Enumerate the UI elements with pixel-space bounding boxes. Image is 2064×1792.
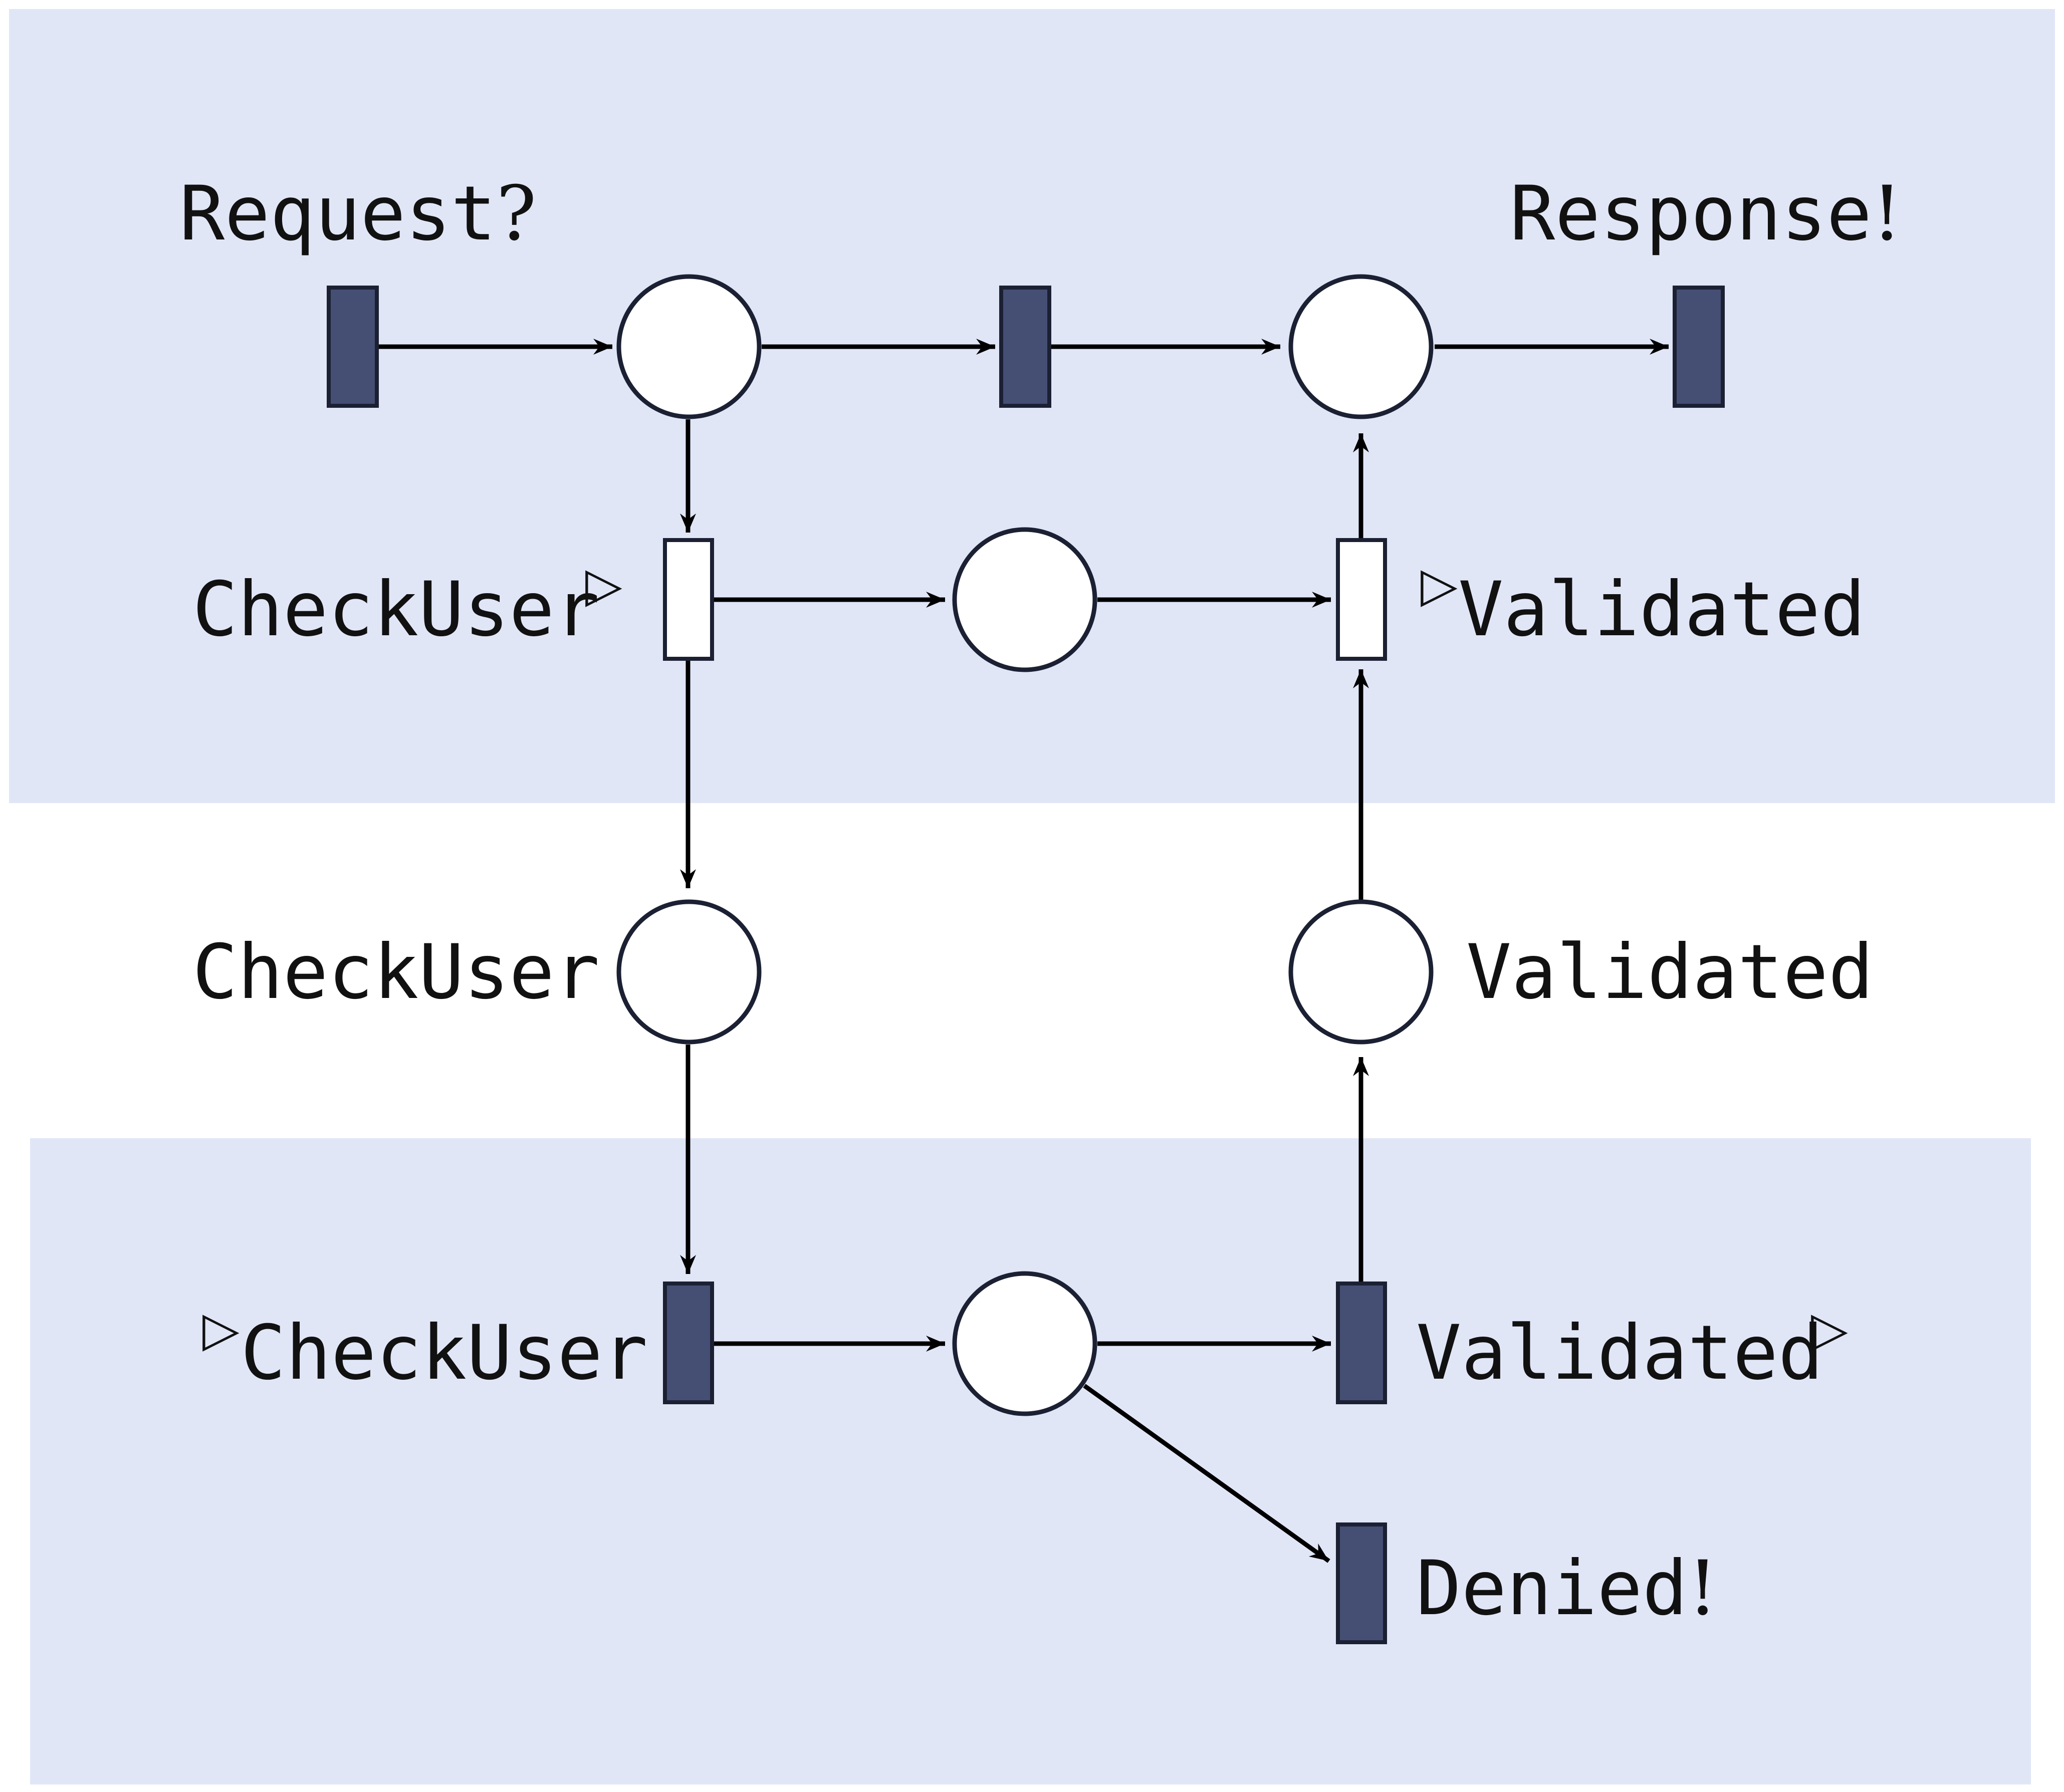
place-checkuser	[616, 899, 762, 1045]
label-checkuser-out: CheckUser	[192, 566, 600, 653]
place-p2	[1288, 274, 1434, 419]
label-validated-out: Validated	[1416, 1310, 1823, 1397]
place-p3	[952, 527, 1097, 672]
place-p1	[616, 274, 762, 419]
place-validated	[1288, 899, 1434, 1045]
label-validated-place: Validated	[1466, 929, 1874, 1016]
transition-checkuser-in	[663, 1282, 714, 1404]
marker-validated-out: ▷	[1811, 1301, 1848, 1357]
label-response: Response!	[1510, 170, 1902, 258]
label-denied: Denied!	[1416, 1545, 1718, 1632]
label-request: Request?	[179, 170, 537, 258]
transition-validated-in	[1336, 538, 1387, 661]
transition-checkuser-out	[663, 538, 714, 661]
label-checkuser-place: CheckUser	[192, 929, 600, 1016]
marker-checkuser-in: ▷	[202, 1301, 240, 1357]
lower-region	[30, 1138, 2031, 1784]
transition-validated-out	[1336, 1282, 1387, 1404]
label-validated-in: Validated	[1458, 566, 1866, 653]
transition-request	[327, 286, 379, 408]
transition-response	[1673, 286, 1725, 408]
transition-denied	[1336, 1522, 1387, 1644]
transition-internal	[999, 286, 1051, 408]
marker-checkuser-out: ▷	[585, 557, 622, 613]
place-p4	[952, 1271, 1097, 1416]
marker-validated-in: ▷	[1421, 557, 1458, 613]
arc-p4-to-denied	[1083, 1384, 1330, 1563]
label-checkuser-in: CheckUser	[241, 1310, 648, 1397]
